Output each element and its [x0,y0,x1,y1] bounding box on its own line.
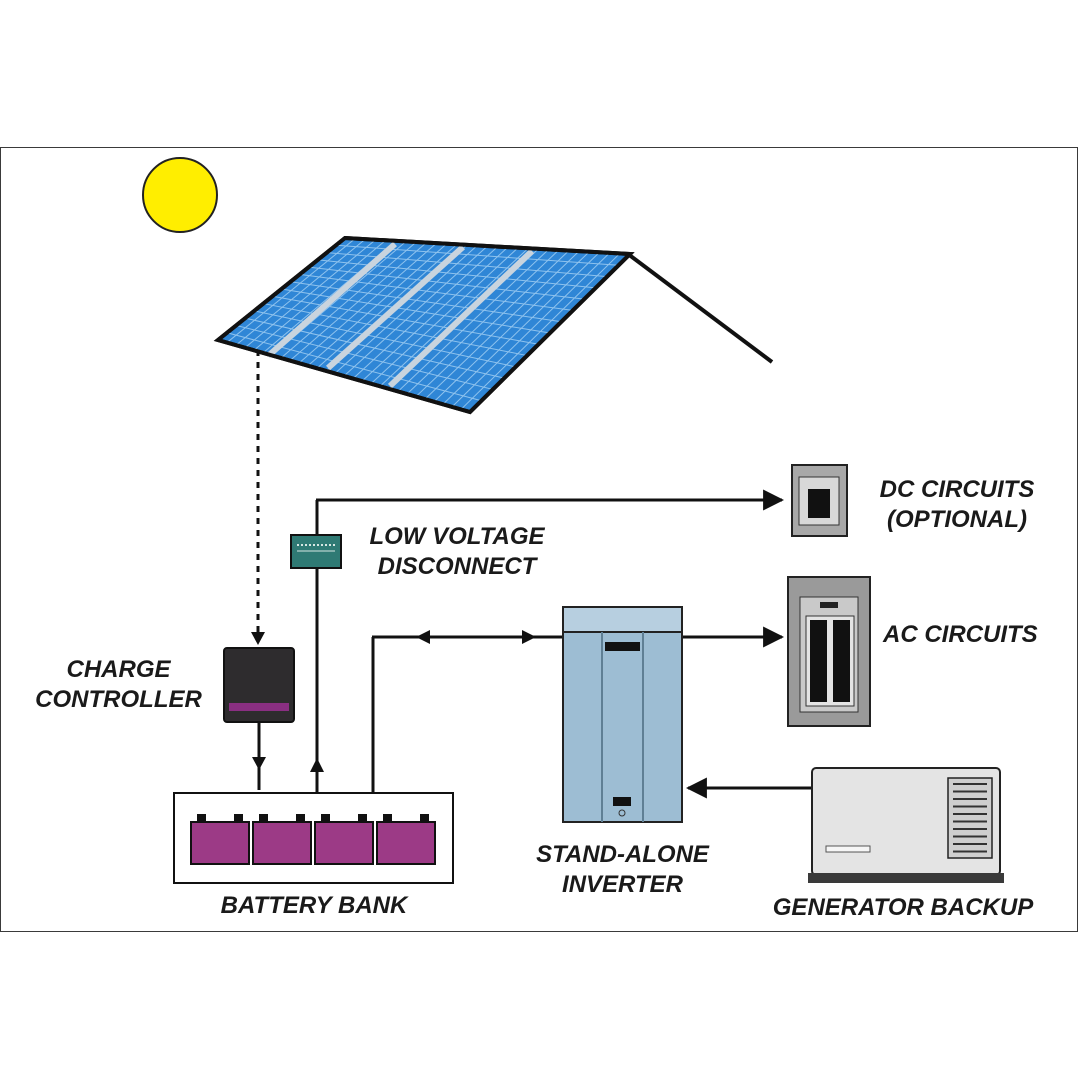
inverter-icon [562,606,683,823]
ac-circuits-label: AC CIRCUITS [883,621,1038,648]
dc-circuits-label-line2: (OPTIONAL) [887,506,1027,533]
roof-edge [626,252,774,364]
battery-cell [376,814,436,865]
dc-circuits-label: DC CIRCUITS (OPTIONAL) [862,475,1052,535]
charge-controller-label-line1: CHARGE [66,656,171,683]
dc-breaker-panel-icon [791,464,848,537]
charge-controller-icon [223,647,295,723]
charge-controller-label-line2: CONTROLLER [35,686,202,713]
generator-icon [808,767,1004,883]
dc-circuits-label-line1: DC CIRCUITS [879,476,1035,503]
panel-to-controller-arrowhead [251,632,265,645]
battery-bank-label: BATTERY BANK [220,892,408,919]
sun-icon [142,157,218,233]
battery-cell [190,814,250,865]
low-voltage-disconnect-label: LOW VOLTAGE DISCONNECT [352,522,562,582]
battery-cell [314,814,374,865]
stand-alone-inverter-label: STAND-ALONE INVERTER [520,840,725,900]
low-voltage-disconnect-icon [290,534,342,569]
low-voltage-disconnect-label-line1: LOW VOLTAGE [369,523,545,550]
battery-cell [252,814,312,865]
battery-bank-icon [173,792,454,884]
stand-alone-inverter-label-line2: INVERTER [562,871,683,898]
ac-breaker-panel-icon [787,576,871,727]
stand-alone-inverter-label-line1: STAND-ALONE [536,841,709,868]
low-voltage-disconnect-label-line2: DISCONNECT [377,553,537,580]
charge-controller-label: CHARGE CONTROLLER [16,655,221,715]
solar-panel-icon [213,235,635,415]
generator-backup-label: GENERATOR BACKUP [772,894,1034,921]
